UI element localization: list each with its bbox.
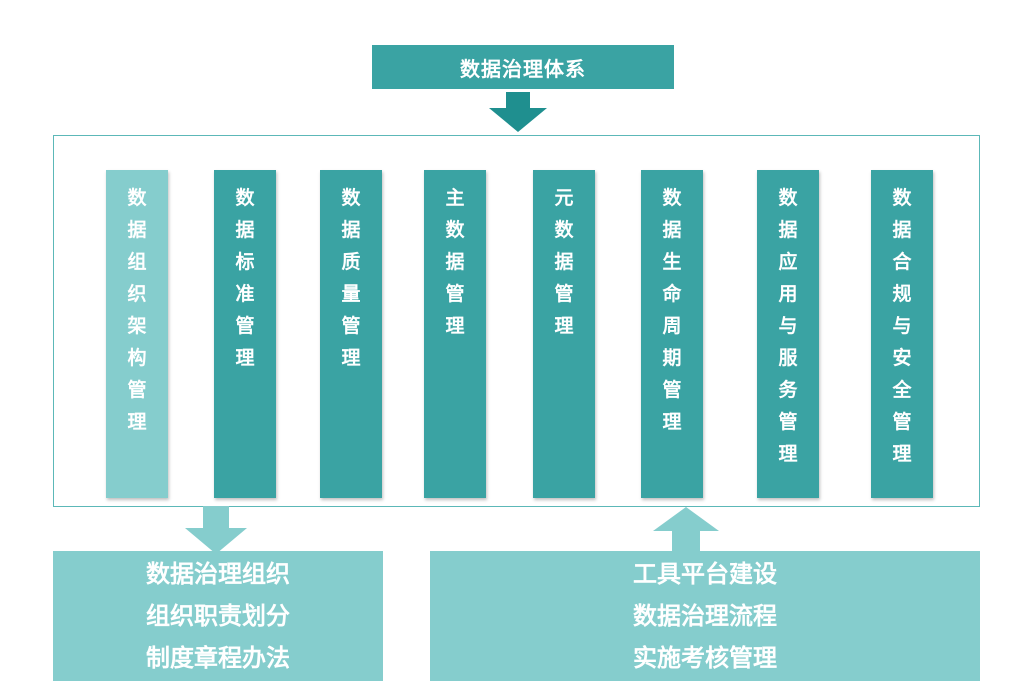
column-char: 理 [341, 347, 361, 369]
column-master-data: 主数据管理 [424, 170, 486, 498]
column-char: 数 [127, 187, 147, 209]
column-char: 理 [662, 411, 682, 433]
column-char: 准 [235, 283, 255, 305]
column-char: 数 [662, 187, 682, 209]
column-label: 数据质量管理 [341, 182, 360, 374]
column-char: 数 [892, 187, 912, 209]
column-char: 据 [235, 219, 255, 241]
column-char: 据 [892, 219, 912, 241]
column-char: 用 [778, 283, 798, 305]
column-char: 理 [554, 315, 574, 337]
column-char: 理 [778, 443, 798, 465]
column-char: 全 [892, 379, 912, 401]
column-char: 期 [662, 347, 682, 369]
column-char: 量 [341, 283, 361, 305]
column-char: 与 [892, 315, 912, 337]
column-char: 管 [235, 315, 255, 337]
governance-title: 数据治理体系 [460, 56, 586, 81]
organization-box: 数据治理组织 组织职责划分 制度章程办法 [53, 551, 383, 681]
column-char: 质 [341, 251, 361, 273]
column-label: 数据生命周期管理 [662, 182, 681, 438]
column-char: 组 [127, 251, 147, 273]
column-label: 主数据管理 [445, 182, 464, 342]
column-char: 管 [662, 379, 682, 401]
organization-line: 制度章程办法 [146, 644, 290, 672]
column-char: 据 [127, 219, 147, 241]
column-char: 安 [892, 347, 912, 369]
column-data-compliance-security: 数据合规与安全管理 [871, 170, 933, 498]
column-char: 生 [662, 251, 682, 273]
arrow-down-icon [489, 92, 547, 132]
column-data-lifecycle: 数据生命周期管理 [641, 170, 703, 498]
column-char: 数 [554, 219, 574, 241]
column-char: 务 [778, 379, 798, 401]
column-char: 理 [445, 315, 465, 337]
column-char: 主 [445, 187, 465, 209]
column-char: 理 [235, 347, 255, 369]
column-char: 管 [445, 283, 465, 305]
organization-line: 组织职责划分 [146, 602, 290, 630]
column-char: 管 [892, 411, 912, 433]
column-label: 元数据管理 [554, 182, 573, 342]
column-char: 理 [892, 443, 912, 465]
column-char: 服 [778, 347, 798, 369]
platform-process-box: 工具平台建设 数据治理流程 实施考核管理 [430, 551, 980, 681]
column-char: 管 [778, 411, 798, 433]
organization-line: 数据治理组织 [146, 560, 290, 588]
column-char: 应 [778, 251, 798, 273]
column-label: 数据标准管理 [235, 182, 254, 374]
column-char: 据 [662, 219, 682, 241]
column-label: 数据合规与安全管理 [892, 182, 911, 470]
column-char: 元 [554, 187, 574, 209]
column-char: 据 [341, 219, 361, 241]
column-char: 数 [341, 187, 361, 209]
column-char: 与 [778, 315, 798, 337]
column-char: 规 [892, 283, 912, 305]
column-char: 织 [127, 283, 147, 305]
column-char: 数 [445, 219, 465, 241]
platform-line: 数据治理流程 [633, 602, 777, 630]
column-char: 架 [127, 315, 147, 337]
column-char: 数 [235, 187, 255, 209]
column-label: 数据应用与服务管理 [778, 182, 797, 470]
column-char: 据 [778, 219, 798, 241]
platform-line: 工具平台建设 [633, 560, 777, 588]
column-char: 数 [778, 187, 798, 209]
governance-frame [53, 135, 980, 507]
column-label: 数据组织架构管理 [127, 182, 146, 438]
column-char: 管 [554, 283, 574, 305]
column-char: 周 [662, 315, 682, 337]
column-char: 构 [127, 347, 147, 369]
column-char: 据 [554, 251, 574, 273]
arrow-up-icon [653, 507, 719, 552]
column-data-quality: 数据质量管理 [320, 170, 382, 498]
platform-line: 实施考核管理 [633, 644, 777, 672]
column-char: 管 [127, 379, 147, 401]
column-char: 合 [892, 251, 912, 273]
column-metadata: 元数据管理 [533, 170, 595, 498]
column-char: 理 [127, 411, 147, 433]
governance-title-box: 数据治理体系 [372, 45, 674, 89]
column-data-application-service: 数据应用与服务管理 [757, 170, 819, 498]
arrow-down-icon [185, 506, 247, 554]
column-char: 管 [341, 315, 361, 337]
column-char: 命 [662, 283, 682, 305]
column-data-standards: 数据标准管理 [214, 170, 276, 498]
column-char: 据 [445, 251, 465, 273]
column-data-org-architecture: 数据组织架构管理 [106, 170, 168, 498]
column-char: 标 [235, 251, 255, 273]
